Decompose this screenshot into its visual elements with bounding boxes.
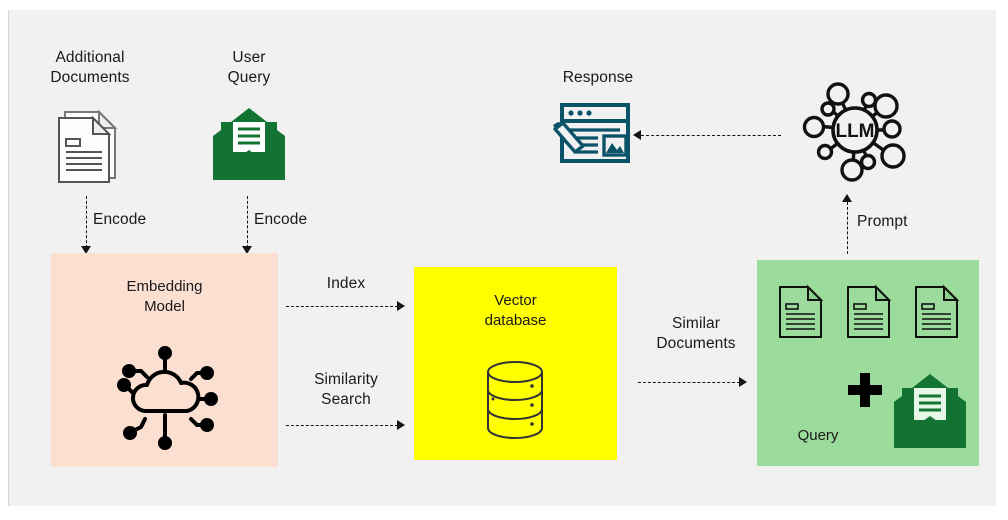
envelope-icon [892,372,968,457]
response-label: Response [562,69,634,86]
diagram-canvas: Additional Documents User Query [8,10,996,506]
user-query-label: User Query [227,49,271,87]
edge-docs-to-embed-arrow [81,246,91,254]
cloud-network-icon [111,345,219,458]
edge-llm-to-response-line [641,135,781,136]
edge-query-to-embed-line [247,196,248,248]
edge-similarity-search-arrow [397,420,405,430]
edge-similar-documents-line [638,382,740,383]
edge-query-to-embed-label: Encode [254,211,308,228]
document-icon [775,282,825,347]
stacked-documents-icon [53,108,125,191]
edge-index-arrow [397,301,405,311]
node-context[interactable]: Query [757,260,979,466]
document-icon [911,282,961,347]
database-cylinder-icon [480,359,550,446]
edge-prompt-arrow [842,194,852,202]
edge-prompt-label: Prompt [857,213,908,230]
embedding-model-label: Embedding Model [126,278,203,316]
edge-index-label: Index [326,275,366,292]
edge-prompt-line [847,202,848,254]
node-embedding-model[interactable]: Embedding Model [51,253,278,467]
envelope-icon [211,106,287,189]
edge-llm-to-response-arrow [633,130,641,140]
llm-network-icon: LLM [801,76,909,189]
document-icon [843,282,893,347]
context-query-label: Query [797,427,839,444]
edge-similarity-search-line [286,425,398,426]
plus-icon [845,370,885,415]
edge-index-line [286,306,398,307]
llm-label: LLM [835,121,874,142]
edge-similar-documents-arrow [739,377,747,387]
edge-similar-documents-label: Similar Documents [656,315,736,353]
node-vector-database[interactable]: Vector database [414,267,617,460]
edge-similarity-search-label: Similarity Search [314,371,378,409]
additional-documents-label: Additional Documents [50,49,130,87]
browser-document-icon [549,101,635,172]
edge-query-to-embed-arrow [242,246,252,254]
vector-database-label: Vector database [484,292,547,330]
edge-docs-to-embed-line [86,196,87,248]
edge-docs-to-embed-label: Encode [93,211,147,228]
